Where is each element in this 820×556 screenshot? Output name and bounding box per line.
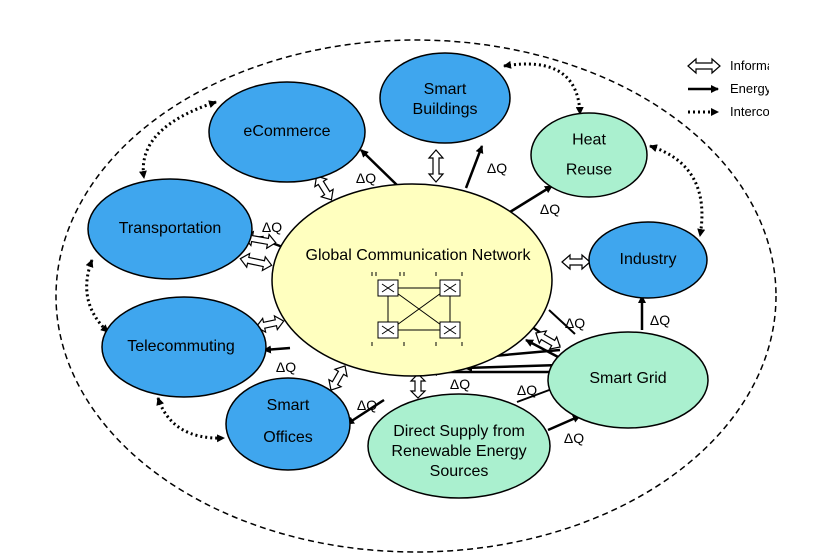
label-telecommuting: Telecommuting [127,337,235,357]
legend-interconnection: Interconnection [730,104,769,119]
label-direct-supply: Direct Supply from Renewable Energy Sour… [391,422,526,482]
legend-information: Information [730,58,769,73]
node-direct-supply [367,393,551,499]
node-smart-grid [547,331,709,429]
label-transportation: Transportation [119,219,222,239]
delta-q-label: ΔQ [564,315,586,331]
node-smart-buildings [379,52,511,144]
label-line: Offices [263,429,313,446]
node-ecommerce [208,81,366,183]
label-smart-buildings: Smart Buildings [413,80,478,120]
label-line: Reuse [565,162,613,179]
information-arrows [239,149,591,399]
label-line: Direct Supply from [393,423,525,440]
double-arrow-icon [687,57,721,75]
label-line: Heat [572,131,606,149]
label-heat-reuse: Heat Reuse [566,126,612,187]
label-industry: Industry [620,250,677,270]
node-smart-offices [225,377,351,471]
node-industry [588,221,708,299]
label-smart-grid: Smart Grid [589,369,666,389]
system-boundary [55,39,777,553]
central-label: Global Communication Network [305,247,531,264]
node-heat-reuse [530,112,648,198]
delta-q-label: ΔQ [563,430,585,446]
node-central [271,183,553,377]
label-smart-offices: Smart Offices [263,390,313,454]
delta-q-label: ΔQ [486,160,508,176]
label-line: Telecommuting [127,338,235,355]
label-line: Smart [266,397,310,414]
delta-q-label: ΔQ [261,219,283,235]
label-line: Industry [619,251,677,268]
label-line: Smart Grid [589,370,667,387]
legend-energy: Energy [730,81,769,96]
delta-q-label: ΔQ [449,376,471,392]
legend-symbols [687,57,721,116]
switch-fabric-icon [371,272,463,346]
label-line: Transportation [118,220,222,237]
delta-q-label: ΔQ [539,201,561,217]
delta-q-label: ΔQ [275,359,297,375]
label-line: Smart [423,81,467,98]
delta-q-label: ΔQ [356,397,378,413]
interconnection-arrows [85,60,706,443]
node-telecommuting [101,296,267,398]
delta-q-label: ΔQ [516,382,538,398]
delta-q-label: ΔQ [649,312,671,328]
delta-q-label: ΔQ [355,170,377,186]
label-line: eCommerce [243,123,331,140]
label-ecommerce: eCommerce [243,122,330,142]
label-line: Buildings [412,101,478,118]
legend: Information Energy Interconnection [682,52,769,128]
node-transportation [87,178,253,280]
label-line: Sources [429,463,489,480]
label-line: Renewable Energy [391,443,527,460]
